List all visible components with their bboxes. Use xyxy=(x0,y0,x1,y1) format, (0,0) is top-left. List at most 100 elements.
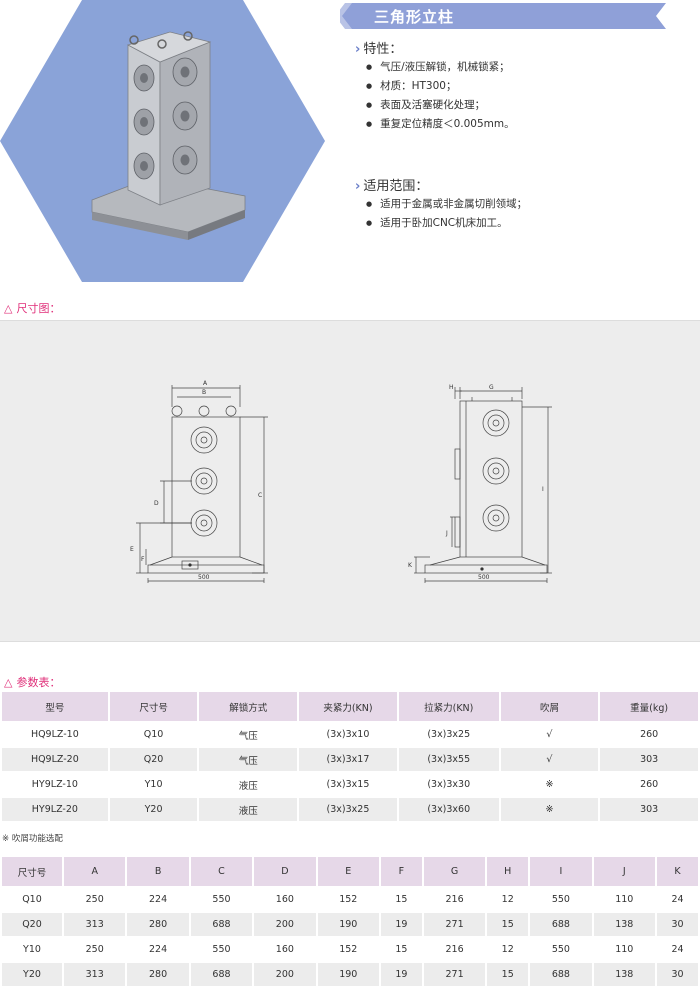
table-cell: (3x)3x25 xyxy=(299,798,397,821)
column-header: 型号 xyxy=(2,692,108,721)
dimension-drawing: A B C D E F 500 H G I J K 500 xyxy=(0,320,700,642)
table-cell: 271 xyxy=(423,913,486,936)
column-header: 吹屑 xyxy=(500,692,599,721)
column-header: 夹紧力(KN) xyxy=(299,692,397,721)
column-header: H xyxy=(487,857,529,886)
dim-label-i: I xyxy=(542,486,544,493)
params-heading: △参数表： xyxy=(4,676,61,689)
column-header: B xyxy=(127,857,189,886)
column-header: 尺寸号 xyxy=(2,857,62,886)
column-header: D xyxy=(254,857,316,886)
table-cell: 550 xyxy=(530,888,592,911)
table-cell: (3x)3x25 xyxy=(398,723,499,746)
table-cell: 15 xyxy=(380,938,422,961)
list-item: 材质：HT300； xyxy=(366,77,515,96)
title-banner xyxy=(340,3,666,29)
technical-drawing: A B C D E F 500 H G I J K 500 xyxy=(130,380,552,583)
scope-heading: ›适用范围： xyxy=(355,179,429,194)
features-heading: ›特性： xyxy=(355,42,403,57)
chevron-right-icon: › xyxy=(355,42,361,57)
column-header: F xyxy=(380,857,422,886)
table-cell: (3x)3x30 xyxy=(398,773,499,796)
table-cell: 12 xyxy=(487,938,529,961)
dim-label-d: D xyxy=(154,500,159,507)
list-item: 气压/液压解锁，机械锁紧； xyxy=(366,58,515,77)
dim-label-f: F xyxy=(141,556,145,563)
list-item: 重复定位精度＜0.005mm。 xyxy=(366,115,515,134)
table-cell: 160 xyxy=(254,888,316,911)
list-item: 适用于金属或非金属切削领域； xyxy=(366,195,527,214)
column-header: I xyxy=(530,857,592,886)
table-cell: Q10 xyxy=(2,888,62,911)
table-cell: 216 xyxy=(423,938,486,961)
dim-label-front-width: 500 xyxy=(198,574,210,581)
table-cell: 138 xyxy=(593,963,655,986)
table-cell: Q20 xyxy=(2,913,62,936)
table-cell: 气压 xyxy=(199,723,298,746)
table-cell: 15 xyxy=(380,888,422,911)
table-cell: Q10 xyxy=(109,723,198,746)
column-header: J xyxy=(593,857,655,886)
table-cell: 液压 xyxy=(199,798,298,821)
table-note: ※ 吹屑功能选配 xyxy=(2,834,63,844)
table-cell: HQ9LZ-20 xyxy=(2,748,108,771)
table-cell: HY9LZ-20 xyxy=(2,798,108,821)
dim-label-h: H xyxy=(449,384,454,391)
table-cell: 216 xyxy=(423,888,486,911)
table-cell: (3x)3x10 xyxy=(299,723,397,746)
table-cell: 160 xyxy=(254,938,316,961)
table-cell: 30 xyxy=(656,963,698,986)
column-header: G xyxy=(423,857,486,886)
table-cell: 550 xyxy=(190,938,253,961)
table-cell: 110 xyxy=(593,938,655,961)
table-cell: 15 xyxy=(487,963,529,986)
table-cell: 250 xyxy=(64,888,126,911)
product-hero: 三角形立柱 ›特性： 气压/液压解锁，机械锁紧； 材质：HT300； 表面及活塞… xyxy=(0,0,700,290)
dim-label-e: E xyxy=(130,546,134,553)
params-table: 型号 尺寸号 解锁方式 夹紧力(KN) 拉紧力(KN) 吹屑 重量(kg) HQ… xyxy=(0,690,700,823)
table-cell: (3x)3x15 xyxy=(299,773,397,796)
column-header: 尺寸号 xyxy=(109,692,198,721)
product-image xyxy=(0,0,325,282)
table-cell: 气压 xyxy=(199,748,298,771)
table-cell: 19 xyxy=(380,913,422,936)
table-cell: 200 xyxy=(254,963,316,986)
table-cell: 280 xyxy=(127,913,189,936)
table-cell: 190 xyxy=(317,963,379,986)
table-cell: 138 xyxy=(593,913,655,936)
chevron-right-icon: › xyxy=(355,179,361,194)
table-cell: HY9LZ-10 xyxy=(2,773,108,796)
scope-list: 适用于金属或非金属切削领域； 适用于卧加CNC机床加工。 xyxy=(366,195,527,233)
table-cell: 12 xyxy=(487,888,529,911)
column-header: 拉紧力(KN) xyxy=(398,692,499,721)
dim-label-j: J xyxy=(445,530,448,537)
table-cell: 19 xyxy=(380,963,422,986)
table-cell: 224 xyxy=(127,888,189,911)
dim-label-g: G xyxy=(489,384,494,391)
features-list: 气压/液压解锁，机械锁紧； 材质：HT300； 表面及活塞硬化处理； 重复定位精… xyxy=(366,58,515,134)
table-cell: 224 xyxy=(127,938,189,961)
dim-label-a: A xyxy=(203,380,208,387)
table-cell: (3x)3x55 xyxy=(398,748,499,771)
column-header: 解锁方式 xyxy=(199,692,298,721)
table-cell: (3x)3x60 xyxy=(398,798,499,821)
triangle-icon: △ xyxy=(4,302,13,315)
table-cell: 152 xyxy=(317,938,379,961)
dim-label-b: B xyxy=(202,389,206,396)
table-cell: Y10 xyxy=(109,773,198,796)
table-cell: 688 xyxy=(190,963,253,986)
table-cell: 688 xyxy=(530,913,592,936)
table-cell: 550 xyxy=(190,888,253,911)
table-cell: √ xyxy=(500,723,599,746)
table-cell: 110 xyxy=(593,888,655,911)
table-cell: 313 xyxy=(64,913,126,936)
column-header: E xyxy=(317,857,379,886)
column-header: C xyxy=(190,857,253,886)
dim-label-k: K xyxy=(408,562,413,569)
table-cell: Y20 xyxy=(2,963,62,986)
